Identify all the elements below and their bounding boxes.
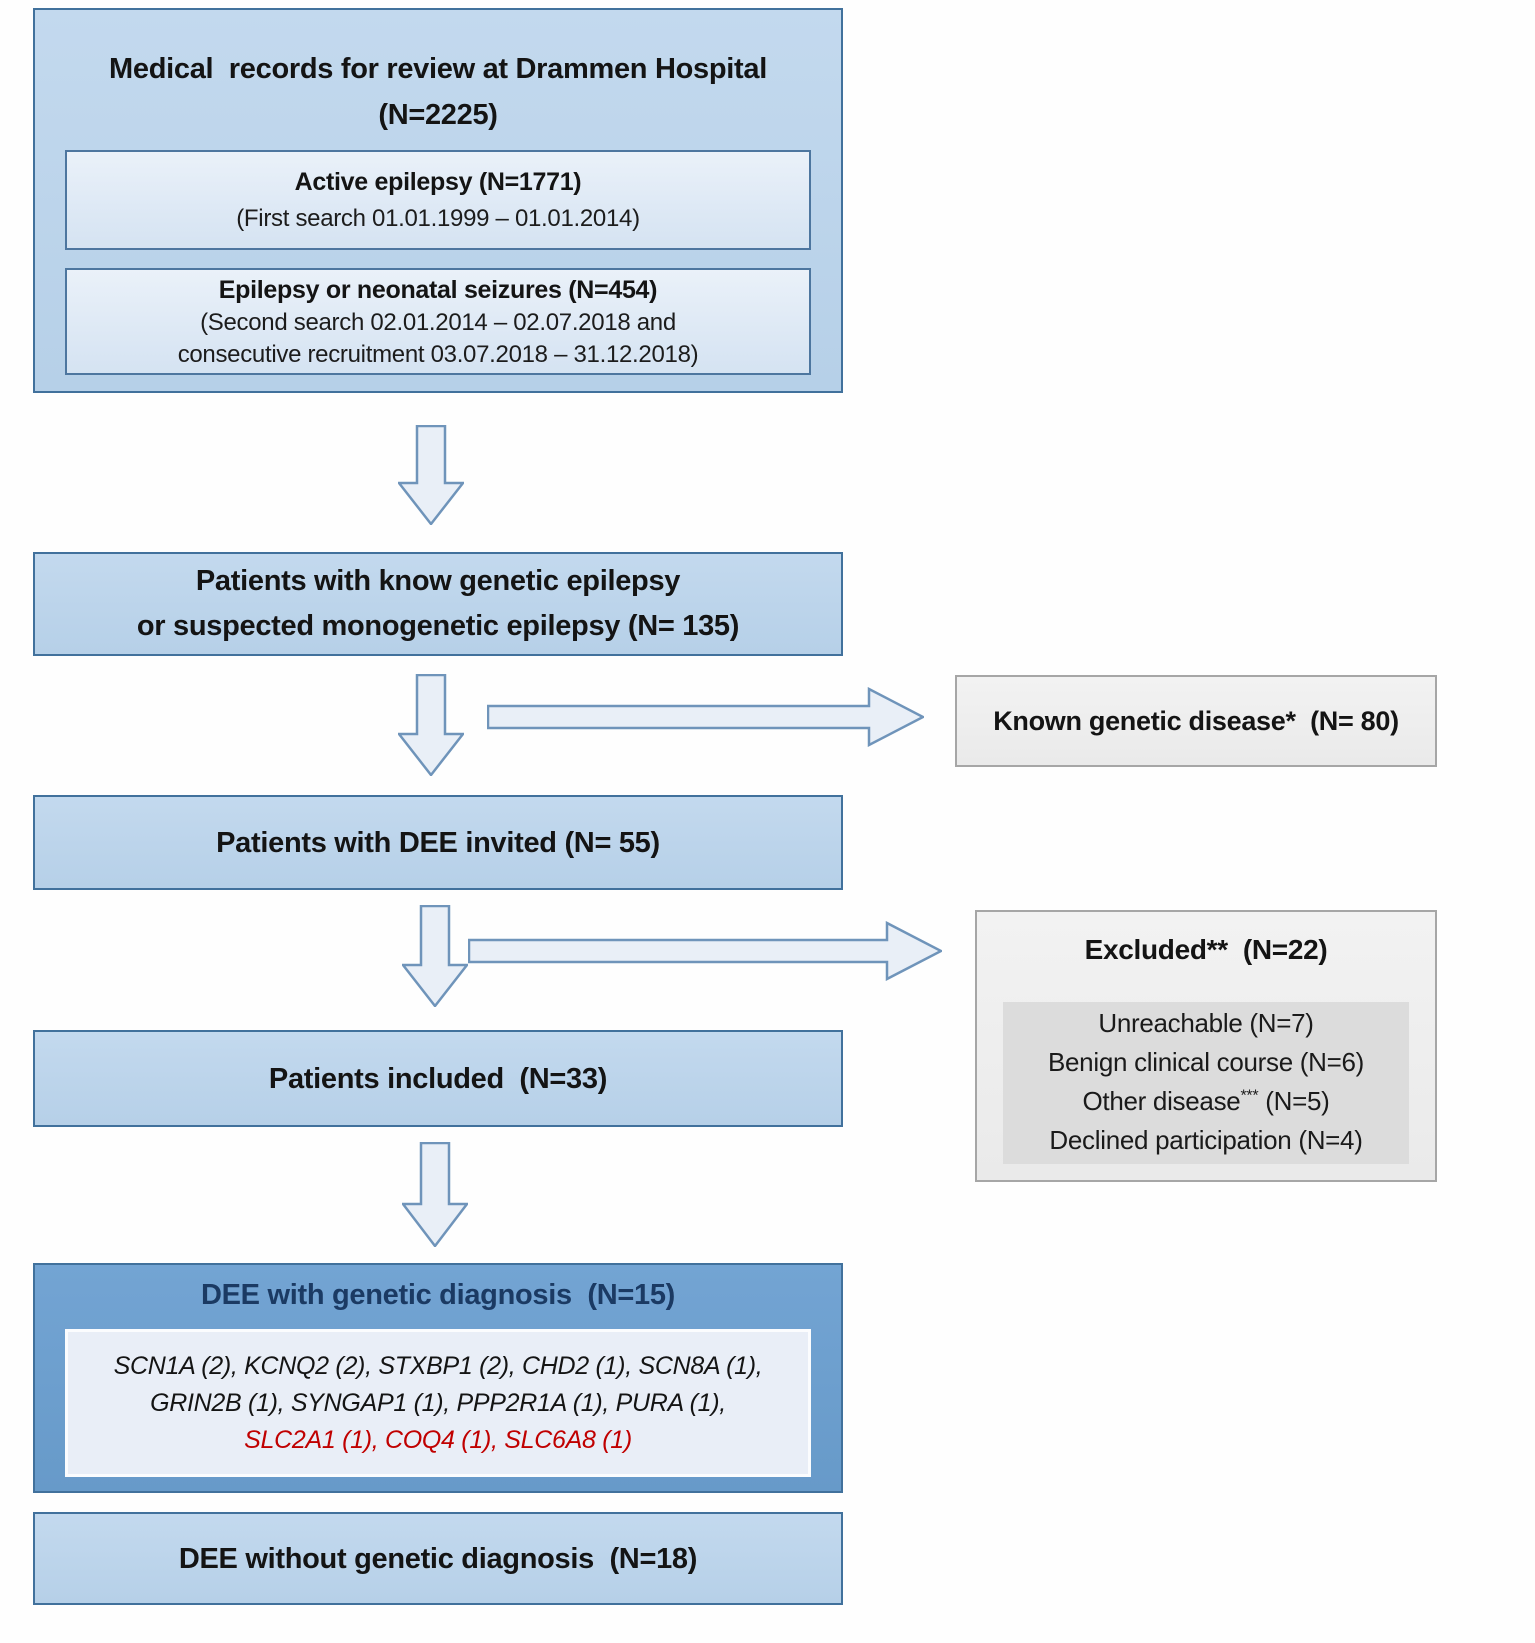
known-genetic-disease-label: Known genetic disease* (N= 80) bbox=[993, 705, 1399, 736]
right-arrow-1 bbox=[487, 687, 924, 747]
epilepsy-neonatal-detail-1: (Second search 02.01.2014 – 02.07.2018 a… bbox=[200, 308, 676, 336]
gene-list-line-1: SCN1A (2), KCNQ2 (2), STXBP1 (2), CHD2 (… bbox=[113, 1351, 763, 1380]
excluded-item-unreachable: Unreachable (N=7) bbox=[1098, 1008, 1314, 1038]
down-arrow-shape bbox=[402, 905, 468, 1007]
down-arrow-shape bbox=[398, 425, 464, 525]
dee-without-diagnosis-box: DEE without genetic diagnosis (N=18) bbox=[33, 1512, 843, 1605]
down-arrow-1 bbox=[398, 425, 464, 525]
excluded-item-benign-course: Benign clinical course (N=6) bbox=[1047, 1047, 1365, 1077]
known-genetic-epilepsy-line1: Patients with know genetic epilepsy bbox=[195, 565, 681, 597]
dee-with-diagnosis-box: DEE with genetic diagnosis (N=15) SCN1A … bbox=[33, 1263, 843, 1493]
known-genetic-epilepsy-box: Patients with know genetic epilepsy or s… bbox=[33, 552, 843, 656]
other-disease-count: (N=5) bbox=[1258, 1086, 1330, 1116]
medical-records-title-line: Medical records for review at Drammen Ho… bbox=[109, 53, 767, 85]
right-arrow-shape bbox=[468, 921, 942, 981]
active-epilepsy-heading: Active epilepsy (N=1771) bbox=[294, 168, 582, 196]
patients-included-box: Patients included (N=33) bbox=[33, 1030, 843, 1127]
dee-with-diagnosis-heading: DEE with genetic diagnosis (N=15) bbox=[200, 1279, 676, 1311]
down-arrow-shape bbox=[398, 674, 464, 776]
excluded-item-declined: Declined participation (N=4) bbox=[1049, 1125, 1363, 1155]
dee-without-diagnosis-label: DEE without genetic diagnosis (N=18) bbox=[178, 1542, 698, 1575]
medical-records-count: (N=2225) bbox=[378, 99, 498, 131]
patients-included-label: Patients included (N=33) bbox=[268, 1062, 608, 1095]
active-epilepsy-detail: (First search 01.01.1999 – 01.01.2014) bbox=[236, 205, 640, 232]
medical-records-title: Medical records for review at Drammen Ho… bbox=[35, 46, 841, 138]
down-arrow-4 bbox=[402, 1142, 468, 1247]
dee-invited-label: Patients with DEE invited (N= 55) bbox=[216, 826, 660, 859]
medical-records-box: Medical records for review at Drammen Ho… bbox=[33, 8, 843, 393]
right-arrow-shape bbox=[487, 687, 924, 747]
gene-list-line-3-red: SLC2A1 (1), COQ4 (1), SLC6A8 (1) bbox=[244, 1425, 632, 1454]
excluded-reasons-box: Unreachable (N=7) Benign clinical course… bbox=[1003, 1002, 1409, 1164]
right-arrow-2 bbox=[468, 921, 942, 981]
known-genetic-disease-box: Known genetic disease* (N= 80) bbox=[955, 675, 1437, 767]
gene-list-box: SCN1A (2), KCNQ2 (2), STXBP1 (2), CHD2 (… bbox=[65, 1329, 811, 1477]
active-epilepsy-box: Active epilepsy (N=1771) (First search 0… bbox=[65, 150, 811, 250]
down-arrow-3 bbox=[402, 905, 468, 1007]
excluded-item-other-disease: Other disease*** (N=5) bbox=[1003, 1082, 1409, 1121]
known-genetic-epilepsy-line2: or suspected monogenetic epilepsy (N= 13… bbox=[136, 610, 740, 642]
excluded-heading: Excluded** (N=22) bbox=[1084, 934, 1328, 965]
dee-invited-box: Patients with DEE invited (N= 55) bbox=[33, 795, 843, 890]
epilepsy-neonatal-box: Epilepsy or neonatal seizures (N=454) (S… bbox=[65, 268, 811, 375]
epilepsy-neonatal-detail-2: consecutive recruitment 03.07.2018 – 31.… bbox=[177, 340, 699, 368]
gene-list-line-2: GRIN2B (1), SYNGAP1 (1), PPP2R1A (1), PU… bbox=[150, 1388, 726, 1417]
other-disease-asterisks: *** bbox=[1240, 1086, 1259, 1105]
down-arrow-shape bbox=[402, 1142, 468, 1247]
epilepsy-neonatal-heading: Epilepsy or neonatal seizures (N=454) bbox=[218, 275, 658, 304]
down-arrow-2 bbox=[398, 674, 464, 776]
other-disease-text: Other disease bbox=[1082, 1086, 1241, 1116]
excluded-box: Excluded** (N=22) Unreachable (N=7) Beni… bbox=[975, 910, 1437, 1182]
